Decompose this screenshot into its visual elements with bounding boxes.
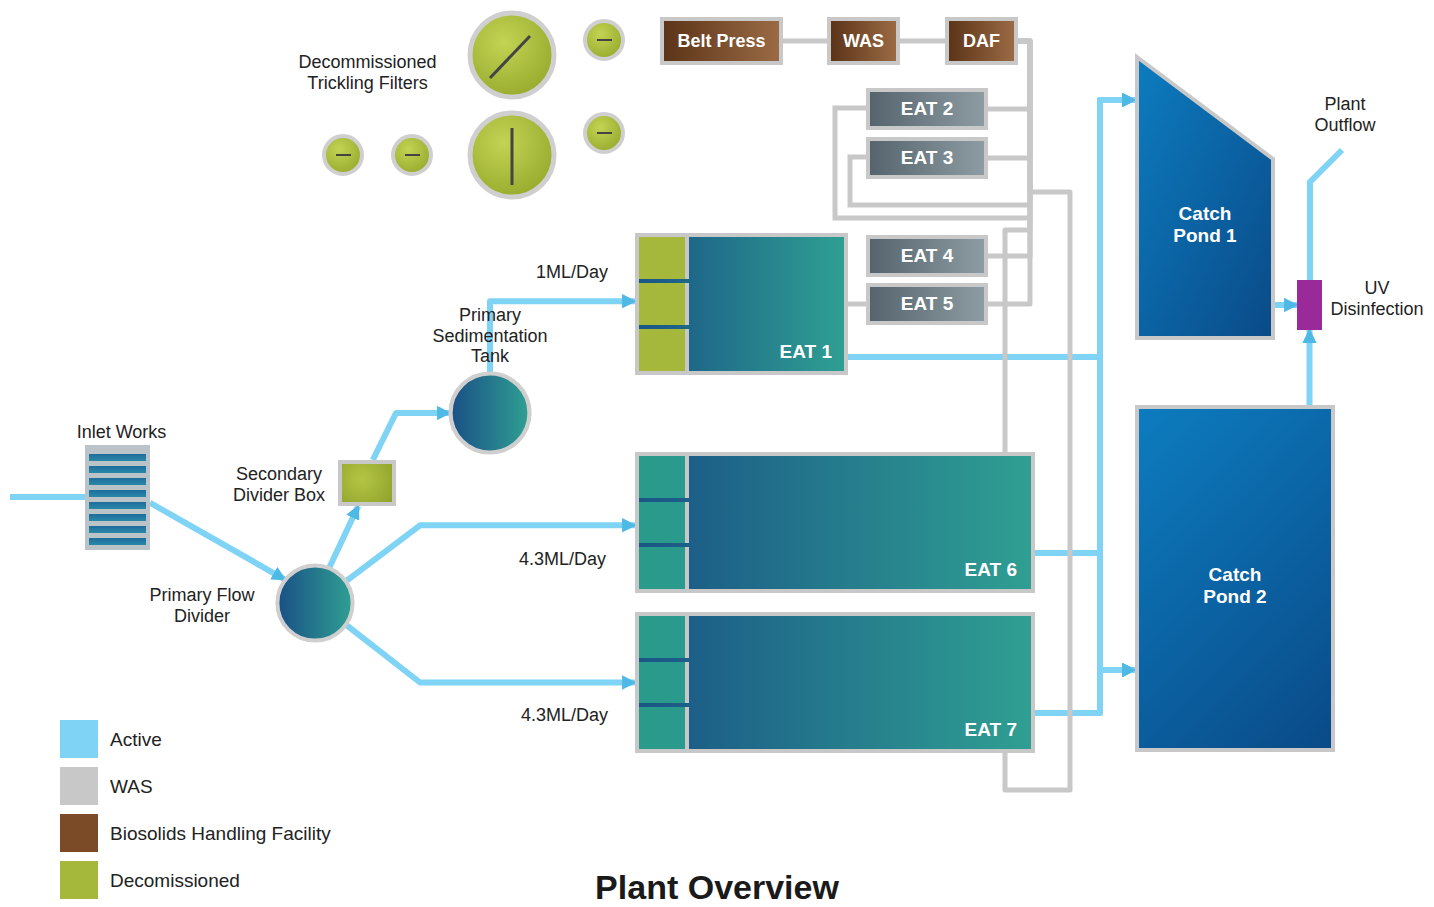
trickling-filter [324,136,362,174]
inlet-cell [639,502,689,544]
diagram-title: Plant Overview [480,868,954,907]
flow-pipe [848,100,1135,357]
was-pipe [988,41,1030,304]
legend-swatch [60,720,98,758]
outflow-pipe [1310,150,1342,280]
biosolids-box: Belt Press [660,17,783,65]
legend-label: Biosolids Handling Facility [110,823,331,845]
pond-shape [1137,57,1273,338]
flow-rate: 4.3ML/Day [512,705,617,726]
divider-box: Secondary Divider Box [338,460,396,506]
trickling-filter [470,13,554,97]
biosolids-box: DAF [945,17,1018,65]
box-label: WAS [831,31,896,52]
flow-pipe [1035,100,1135,553]
legend-swatch [60,861,98,899]
standby-tank: EAT 2 [866,88,988,130]
inlet-cell [639,547,689,589]
flow-pipe [1275,302,1297,308]
aeration-tank: EAT 1 [635,233,848,375]
aeration-tank: EAT 7 [635,612,1035,753]
was-pipe [988,41,1030,256]
catch-pond: Catch Pond 1 [1135,55,1275,340]
flow-pipe [346,625,635,683]
tank-circle [277,565,352,640]
catch-pond: Catch Pond 2 [1135,405,1335,752]
aeration-tank: EAT 6 [635,452,1035,593]
inlet-cell [639,616,689,658]
standby-tank: EAT 4 [866,235,988,277]
legend-entry: Biosolids Handling Facility [60,814,400,852]
inlet-cell [639,662,689,704]
legend-swatch [60,767,98,805]
trickling-filter [470,113,554,197]
filter-arm [597,132,612,134]
flow-pipe [373,413,450,460]
box-label: Belt Press [664,31,779,52]
flow-pipe [1307,330,1313,405]
tank-label: EAT 1 [780,341,832,363]
inlet-cell [639,329,689,371]
tank-label: EAT 7 [965,719,1017,741]
inflow-pipe [10,494,85,500]
box-label: DAF [949,31,1014,52]
standby-tank: EAT 3 [866,137,988,179]
was-pipe [900,39,945,44]
flow-pipe [1035,670,1135,713]
legend-label: Decomissioned [110,870,240,892]
pond-label: Catch Pond 1 [1135,203,1275,247]
tank-label: EAT 4 [870,245,984,267]
inlet-cell [639,283,689,325]
tank-label: EAT 2 [870,98,984,120]
node-label: UV Disinfection [1326,278,1428,319]
node-label: Primary Sedimentation Tank [420,305,560,367]
sedimentation-tank: Primary Sedimentation Tank [448,371,532,455]
filter-arm [490,36,530,78]
trickling-filters [324,13,623,197]
filter-arm [597,39,612,41]
flow-pipe [1035,553,1135,670]
group-label: Decommissioned Trickling Filters [290,52,445,93]
node-label: Primary Flow Divider [143,585,261,626]
was-pipe [848,302,866,307]
standby-tank: EAT 5 [866,283,988,325]
flow-divider: Primary Flow Divider [275,563,355,643]
tank-outline [448,371,532,455]
tank-label: EAT 6 [965,559,1017,581]
legend-label: Active [110,729,162,751]
legend-entry: Active [60,720,400,758]
screen-box: Inlet Works [85,445,150,550]
node-label: Inlet Works [69,422,174,443]
legend-swatch [60,814,98,852]
tank-outline [275,563,355,643]
trickling-filter [585,114,623,152]
filter-arm [405,154,420,156]
was-pipe [783,39,827,44]
flow-pipe [150,503,285,580]
tank-circle [451,374,530,453]
inlet-cell [639,707,689,749]
flow-pipe [329,506,358,568]
node-label: Secondary Divider Box [228,464,330,505]
flow-rate: 1ML/Day [527,262,617,283]
inlet-cell [639,237,689,279]
flow-rate: 4.3ML/Day [510,549,615,570]
biosolids-box: WAS [827,17,900,65]
was-pipe [1005,41,1030,452]
flow-label: Plant Outflow [1302,94,1388,135]
legend-label: WAS [110,776,153,798]
pond-label: Catch Pond 2 [1139,564,1331,608]
legend-entry: WAS [60,767,400,805]
legend-entry: Decomissioned [60,861,400,899]
filter-arm [511,128,514,185]
inlet-cell [639,456,689,498]
pond-outline [1135,55,1275,340]
flow-pipe [346,525,635,581]
trickling-filter [585,21,623,59]
tank-label: EAT 3 [870,147,984,169]
trickling-filter [393,136,431,174]
uv-unit: UV Disinfection [1297,280,1322,330]
filter-arm [336,154,351,156]
tank-label: EAT 5 [870,293,984,315]
